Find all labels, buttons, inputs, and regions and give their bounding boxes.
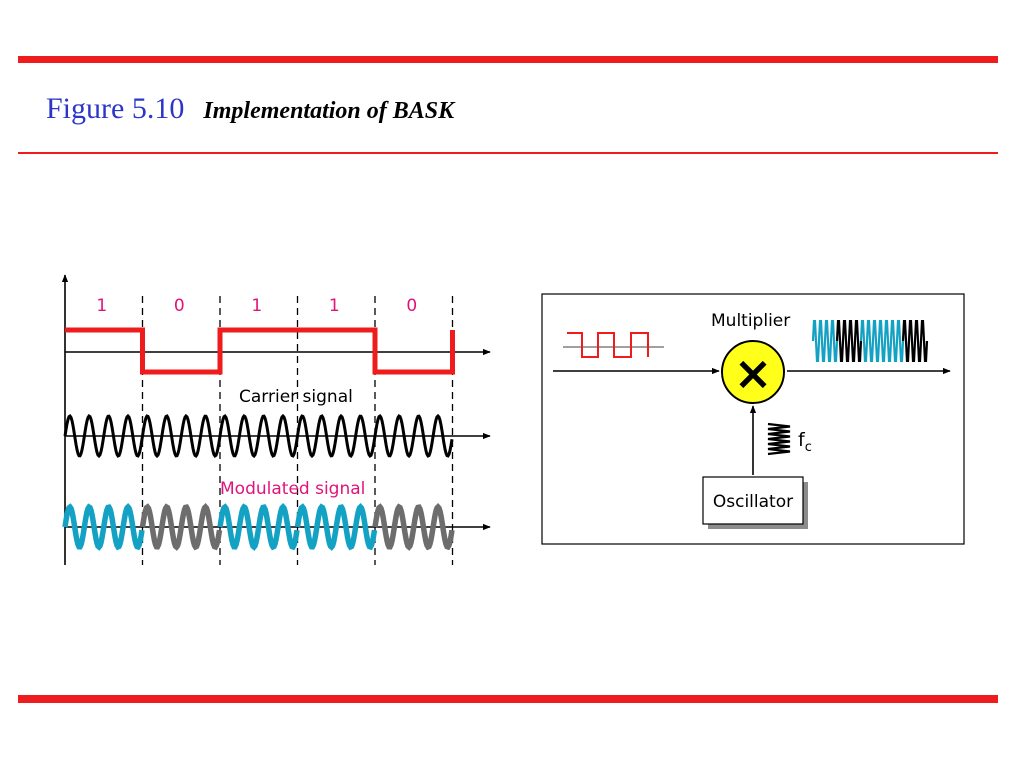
title-underline-rule <box>18 152 998 154</box>
block-diagram: × Multiplier fc Oscillator <box>541 293 965 545</box>
carrier-signal-label: Carrier signal <box>239 387 353 407</box>
oscillator-box <box>702 476 804 525</box>
bit-labels: 1 0 1 1 0 <box>96 296 417 316</box>
modulated-segment <box>139 503 223 551</box>
output-wave-segment <box>859 319 905 363</box>
bit-label: 0 <box>174 296 185 316</box>
frequency-symbol: f <box>798 429 806 451</box>
modulated-signal-label: Modulated signal <box>220 479 365 499</box>
frequency-subscript: c <box>805 440 812 455</box>
bit-label: 1 <box>96 296 107 316</box>
multiplier: × <box>721 340 785 404</box>
bit-label: 1 <box>251 296 262 316</box>
input-digital-icon <box>567 332 649 358</box>
multiplier-circle <box>721 340 785 404</box>
output-wave-segment <box>811 319 839 363</box>
modulated-wave <box>62 503 455 551</box>
bit-label: 1 <box>329 296 340 316</box>
top-red-rule <box>18 56 998 63</box>
oscillator-label: Oscillator <box>713 492 793 512</box>
spring-oscillator-icon <box>767 422 791 456</box>
output-modulated-icon <box>811 319 929 363</box>
multiplier-label: Multiplier <box>711 311 790 331</box>
modulated-segment <box>294 503 378 551</box>
timing-diagram: 1 0 1 1 0 Carrier signal Modulated signal <box>61 274 491 565</box>
digital-signal <box>65 327 455 375</box>
slide-title: Figure 5.10 Implementation of BASK <box>46 92 454 126</box>
bit-label: 0 <box>406 296 417 316</box>
modulated-segment <box>217 503 300 551</box>
figure-caption: Implementation of BASK <box>203 98 455 124</box>
multiply-icon: × <box>734 346 773 400</box>
frequency-label: fc <box>798 429 812 455</box>
figure-number: Figure 5.10 <box>46 92 185 125</box>
modulated-segment <box>62 503 145 551</box>
modulated-segment <box>372 503 455 551</box>
output-wave-segment <box>835 319 863 363</box>
bottom-red-rule <box>18 695 998 703</box>
output-wave-segment <box>901 319 929 363</box>
carrier-wave <box>63 413 454 459</box>
